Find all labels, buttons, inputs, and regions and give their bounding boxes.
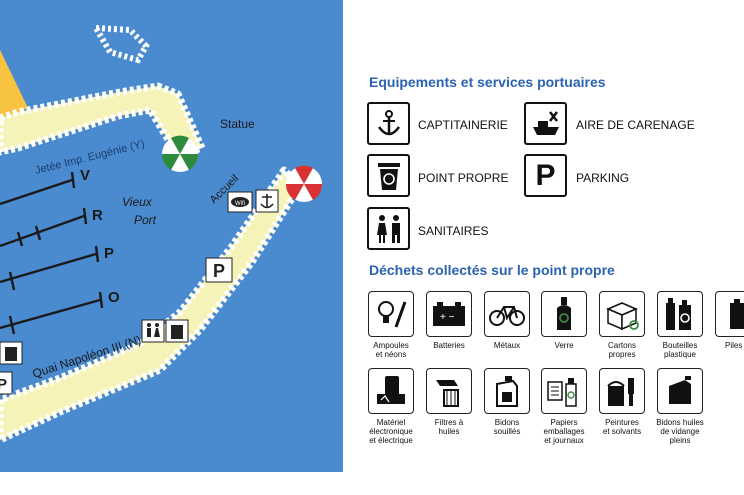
plastic-bottles-icon bbox=[657, 291, 703, 337]
harbor-map: Wifi P P Jetée Imp. Eugénie (Y) Statue A… bbox=[0, 0, 343, 472]
service-label-sanitaires: SANITAIRES bbox=[418, 224, 489, 238]
oil-can-icon bbox=[657, 368, 703, 414]
waste-label-verre: Verre bbox=[554, 341, 574, 350]
waste-label-batteries: Batteries bbox=[433, 341, 465, 350]
parking-sign-map: P bbox=[205, 257, 233, 283]
parking-sign-map-2: P bbox=[0, 371, 13, 395]
anchor-sign bbox=[255, 189, 279, 213]
jerrycan-icon bbox=[484, 368, 530, 414]
bicycle-icon bbox=[484, 291, 530, 337]
service-label-point-propre: POINT PROPRE bbox=[418, 171, 509, 185]
toilets-sign-map bbox=[141, 319, 165, 343]
battery-icon: + − bbox=[426, 291, 472, 337]
recycle-bin-sign-map-2 bbox=[0, 341, 23, 365]
paint-icon bbox=[599, 368, 645, 414]
parking-icon: P bbox=[524, 154, 567, 197]
pontoon-r-label: R bbox=[92, 207, 103, 224]
pontoon-o-label: O bbox=[108, 289, 120, 306]
vieux-label: Vieux bbox=[122, 195, 153, 209]
bottle-icon bbox=[541, 291, 587, 337]
services-title: Equipements et services portuaires bbox=[369, 74, 606, 90]
paper-packaging-icon bbox=[541, 368, 587, 414]
quai-napoleon bbox=[0, 166, 304, 444]
bulb-icon bbox=[368, 291, 414, 337]
waste-title: Déchets collectés sur le point propre bbox=[369, 262, 615, 278]
service-label-carenage: AIRE DE CARENAGE bbox=[576, 118, 695, 132]
legend-panel: Equipements et services portuaires CAPTI… bbox=[343, 0, 744, 495]
service-label-parking: PARKING bbox=[576, 171, 630, 185]
anchor-icon bbox=[367, 102, 410, 145]
service-label-capitainerie: CAPTITAINERIE bbox=[418, 118, 508, 132]
pontoon-v-label: V bbox=[80, 167, 90, 184]
batteries-cells-icon bbox=[715, 291, 744, 337]
svg-text:P: P bbox=[213, 261, 225, 281]
red-lighthouse bbox=[285, 165, 323, 202]
svg-text:+ −: + − bbox=[440, 312, 455, 323]
recycle-bin-icon bbox=[367, 154, 410, 197]
beach bbox=[0, 50, 28, 120]
pontoon-p-label: P bbox=[104, 245, 114, 262]
svg-text:P: P bbox=[0, 376, 7, 393]
waste-label-piles: Piles bbox=[725, 341, 743, 350]
cardboard-icon bbox=[599, 291, 645, 337]
port-label: Port bbox=[134, 213, 157, 227]
boat-repair-icon bbox=[524, 102, 567, 145]
toilets-icon bbox=[367, 207, 410, 250]
green-lighthouse bbox=[161, 135, 199, 172]
recycle-bin-sign-map bbox=[165, 319, 189, 343]
wifi-sign: Wifi bbox=[227, 191, 253, 213]
pontoons bbox=[0, 171, 104, 335]
breakwater bbox=[90, 24, 150, 64]
waste-label-metaux: Métaux bbox=[493, 341, 521, 350]
wifi-text: Wifi bbox=[235, 201, 245, 207]
statue-label: Statue bbox=[220, 117, 255, 131]
oil-filter-icon bbox=[426, 368, 472, 414]
electronics-icon bbox=[368, 368, 414, 414]
